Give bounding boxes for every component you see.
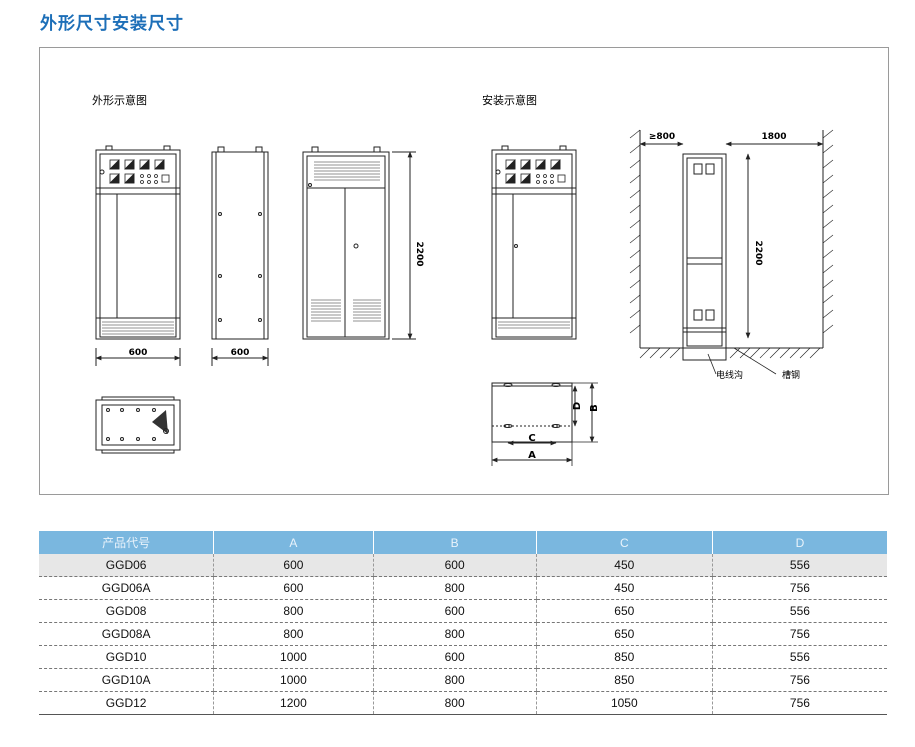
cell-model: GGD06 (39, 554, 214, 577)
dim-side-depth: 600 (231, 348, 250, 358)
cell-A: 800 (213, 622, 374, 646)
table-row: GGD10A 1000 800 850 756 (39, 668, 887, 692)
cell-C: 1050 (535, 691, 713, 715)
dim-height: 2200 (414, 241, 424, 266)
install-front-cabinet (491, 145, 577, 340)
table-header-row: 产品代号 A B C D (39, 531, 887, 554)
cell-C: 850 (535, 668, 713, 692)
label-channel-steel: 槽钢 (782, 369, 800, 381)
cell-D: 556 (711, 554, 887, 577)
cell-D: 756 (711, 576, 887, 600)
dim-rear-clearance: 1800 (761, 132, 786, 142)
header-A: A (213, 531, 374, 554)
label-A: A (528, 450, 536, 461)
spec-table: 产品代号 A B C D GGD06 600 600 450 556 GGD06… (39, 531, 887, 715)
cell-B: 800 (372, 576, 537, 600)
cell-B: 600 (372, 645, 537, 669)
cell-D: 756 (711, 668, 887, 692)
outline-caption: 外形示意图 (92, 93, 147, 107)
header-model: 产品代号 (39, 531, 214, 554)
cell-A: 1000 (213, 645, 374, 669)
dim-front-clearance: ≥800 (649, 132, 675, 142)
label-cable-trench: 电线沟 (716, 369, 743, 381)
header-B: B (372, 531, 537, 554)
table-row: GGD12 1200 800 1050 756 (39, 691, 887, 715)
cell-A: 800 (213, 599, 374, 623)
drawing-panel: 外形示意图 安装示意图 (39, 47, 889, 495)
cell-D: 756 (711, 622, 887, 646)
cell-A: 1200 (213, 691, 374, 715)
dim-front-width: 600 (129, 348, 148, 358)
table-row: GGD06 600 600 450 556 (39, 554, 887, 577)
cell-B: 800 (372, 691, 537, 715)
side-view-cabinet (211, 146, 269, 340)
cell-model: GGD06A (39, 576, 214, 600)
label-B: B (589, 404, 600, 412)
cell-B: 800 (372, 622, 537, 646)
install-room-section (629, 129, 834, 361)
install-caption: 安装示意图 (482, 93, 537, 107)
page-title: 外形尺寸安装尺寸 (40, 14, 184, 34)
cell-A: 600 (213, 554, 374, 577)
cell-D: 556 (711, 645, 887, 669)
cell-model: GGD08 (39, 599, 214, 623)
top-view-cabinet (95, 396, 181, 454)
cell-C: 450 (535, 576, 713, 600)
cell-model: GGD12 (39, 691, 214, 715)
label-C: C (528, 433, 535, 444)
header-D: D (711, 531, 887, 554)
cell-A: 600 (213, 576, 374, 600)
cell-D: 556 (711, 599, 887, 623)
cell-model: GGD10 (39, 645, 214, 669)
table-row: GGD06A 600 800 450 756 (39, 576, 887, 600)
rear-view-cabinet (302, 146, 390, 340)
technical-drawing: 外形示意图 安装示意图 (92, 93, 834, 466)
cell-B: 600 (372, 554, 537, 577)
label-D: D (572, 402, 583, 410)
cell-model: GGD08A (39, 622, 214, 646)
table-row: GGD08 800 600 650 556 (39, 599, 887, 623)
cell-A: 1000 (213, 668, 374, 692)
table-row: GGD10 1000 600 850 556 (39, 645, 887, 669)
cell-C: 850 (535, 645, 713, 669)
table-row: GGD08A 800 800 650 756 (39, 622, 887, 646)
dim-install-height: 2200 (753, 240, 763, 265)
header-C: C (535, 531, 713, 554)
cell-C: 650 (535, 622, 713, 646)
front-view-cabinet (95, 145, 181, 340)
cell-C: 450 (535, 554, 713, 577)
cell-B: 800 (372, 668, 537, 692)
cell-C: 650 (535, 599, 713, 623)
cell-model: GGD10A (39, 668, 214, 692)
cell-D: 756 (711, 691, 887, 715)
cell-B: 600 (372, 599, 537, 623)
